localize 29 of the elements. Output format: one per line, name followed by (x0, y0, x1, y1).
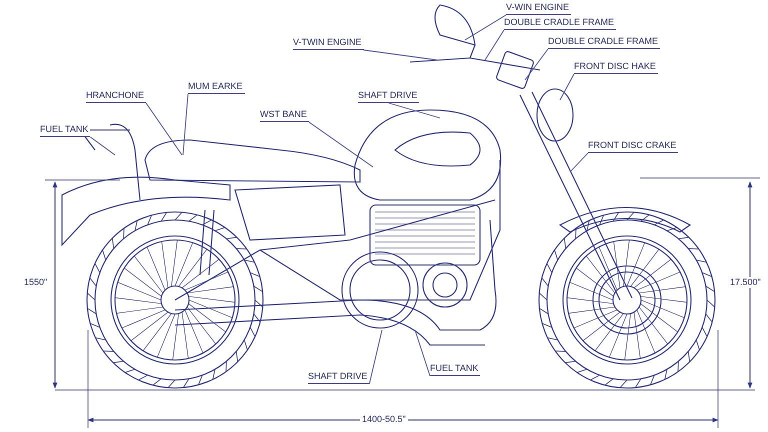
part-label: FRONT DISC CRAKE (588, 140, 678, 153)
leader-line (414, 330, 430, 376)
leader-line (308, 122, 374, 168)
part-label: WST BANE (260, 109, 309, 122)
part-label: V-TWIN ENGINE (293, 37, 364, 50)
part-label: HRANCHONE (86, 90, 146, 103)
part-label: V-WIN ENGINE (506, 2, 572, 15)
leader-line (146, 102, 182, 156)
dimension-label: 1550" (22, 277, 50, 288)
part-label: FUEL TANK (40, 124, 90, 137)
dimension-label: 1400-50.5" (360, 414, 408, 425)
leader-line (464, 14, 506, 40)
part-label: DOUBLE CRADLE FRAME (504, 17, 616, 30)
part-label: SHAFT DRIVE (358, 90, 420, 103)
leader-line (363, 50, 438, 60)
part-label: FUEL TANK (430, 363, 480, 376)
dimension-label: 17.500" (728, 277, 763, 288)
leader-line (484, 30, 504, 60)
part-label: DOUBLE CRADLE FRAME (548, 36, 660, 49)
part-label: MUM EARKE (188, 81, 245, 94)
leader-line (182, 94, 188, 156)
leader-line (388, 102, 440, 118)
leader-line (570, 152, 588, 172)
leader-line (524, 48, 548, 80)
leader-line (368, 330, 382, 384)
leader-line (90, 136, 116, 156)
part-label: SHAFT DRIVE (308, 371, 370, 384)
leader-line (560, 74, 574, 100)
part-label: FRONT DISC HAKE (574, 61, 658, 74)
